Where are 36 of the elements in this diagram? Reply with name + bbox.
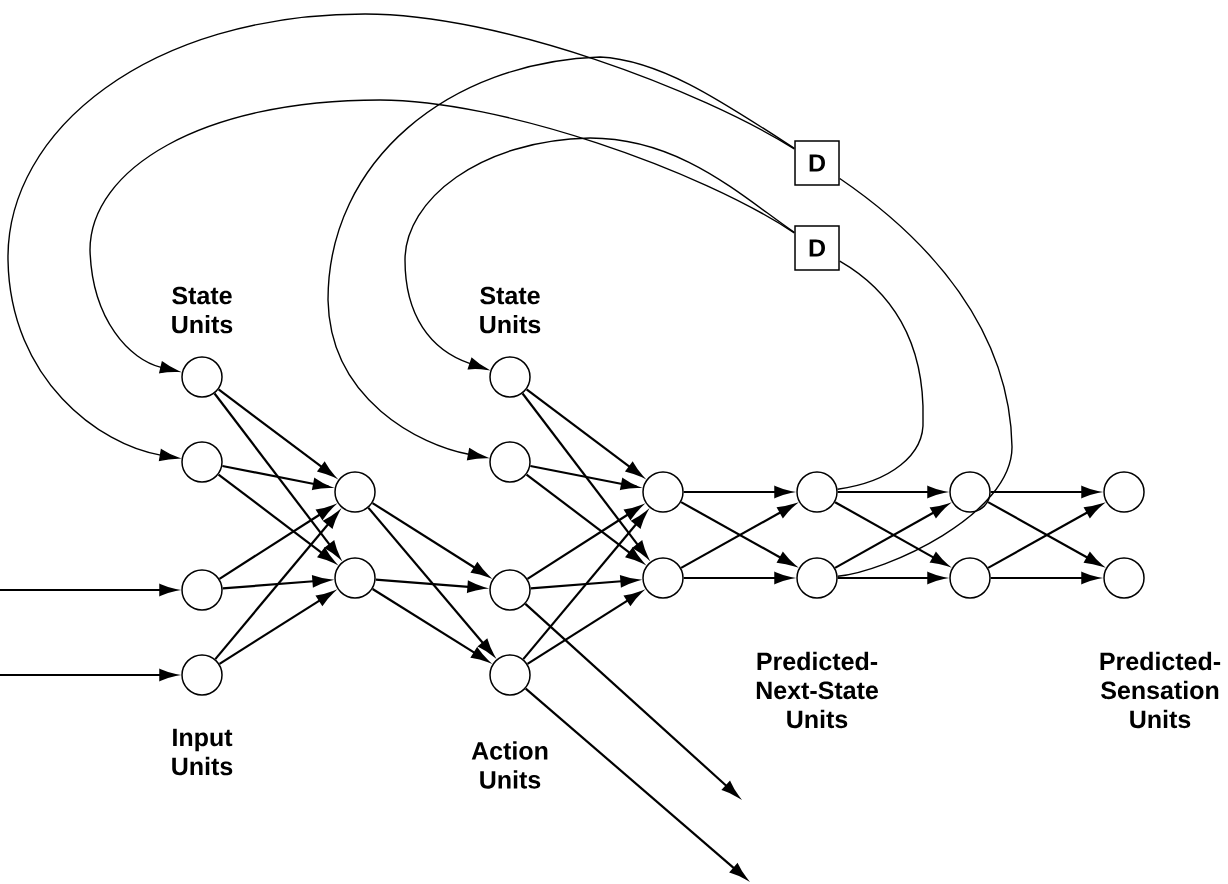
unit-circle — [334, 557, 376, 599]
unit-circle — [642, 471, 684, 513]
arrow — [217, 473, 336, 564]
arrow — [213, 392, 341, 559]
arrow — [525, 388, 643, 478]
unit-circle — [1103, 471, 1145, 513]
unit-circle — [949, 471, 991, 513]
unit-circle — [181, 356, 223, 398]
unit-circle — [489, 441, 531, 483]
unit-circle — [796, 557, 838, 599]
unit-circle — [642, 557, 684, 599]
unit-circle — [334, 471, 376, 513]
group-label: State Units — [172, 286, 233, 334]
unit-circle — [181, 569, 223, 611]
unit-circle — [489, 654, 531, 696]
unit-circle — [796, 471, 838, 513]
unit-circle — [489, 569, 531, 611]
unit-circle — [181, 441, 223, 483]
group-label: Input Units — [172, 728, 233, 776]
arrow — [521, 392, 649, 559]
arrow — [214, 511, 340, 660]
group-label: State Units — [480, 286, 541, 334]
delay-box: D — [794, 225, 840, 271]
unit-circle — [181, 654, 223, 696]
arrow — [217, 388, 335, 478]
group-label: Predicted-Next-State Units — [756, 651, 878, 729]
arrow — [404, 137, 795, 370]
group-label: Predicted-Sensation Units — [1100, 651, 1221, 729]
arrow — [7, 13, 795, 462]
arrow — [327, 56, 795, 461]
arrow — [525, 473, 644, 564]
unit-circle — [1103, 557, 1145, 599]
unit-circle — [489, 356, 531, 398]
delay-box: D — [794, 140, 840, 186]
unit-circle — [949, 557, 991, 599]
arrow — [89, 99, 795, 374]
